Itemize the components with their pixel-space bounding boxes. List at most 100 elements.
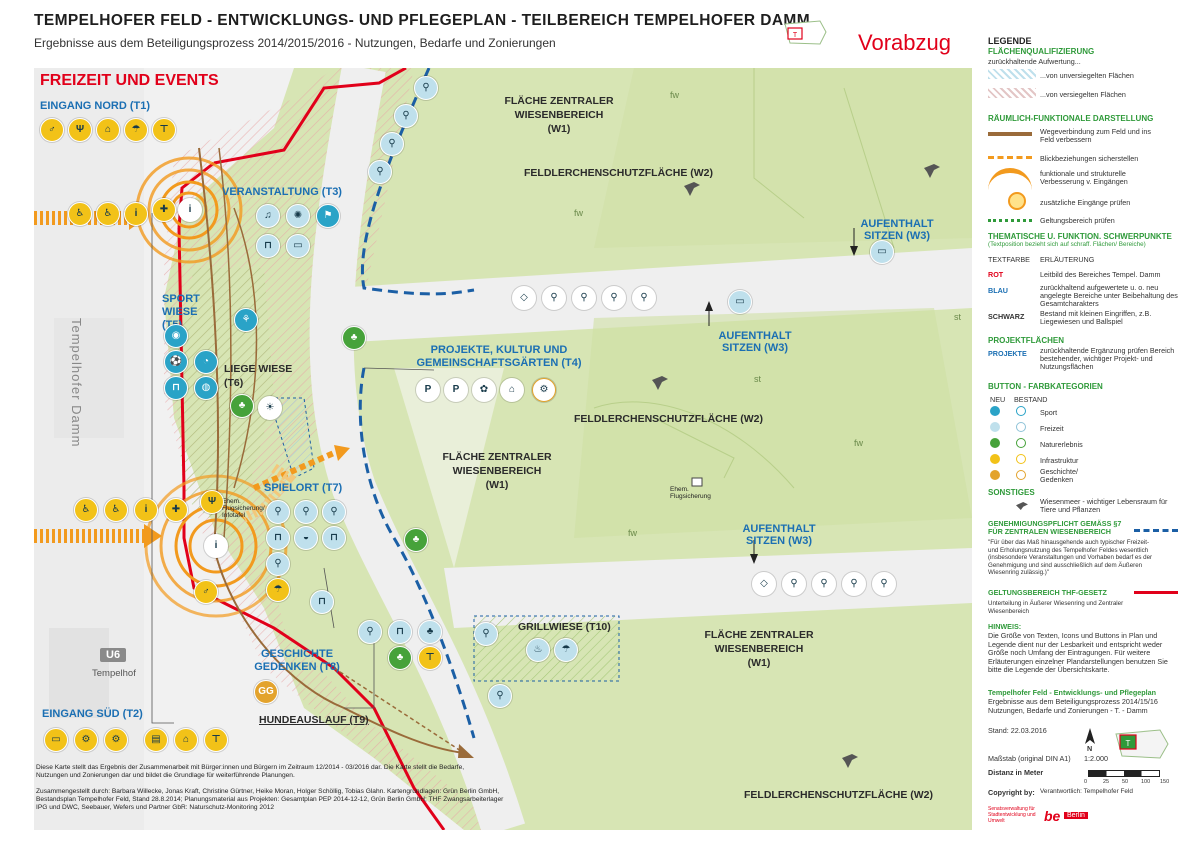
sos-icon[interactable]: ✚ [152,198,176,222]
sandbox-icon[interactable]: ◒ [294,526,318,550]
legend-thematische-heading: THEMATISCHE U. FUNKTION. SCHWERPUNKTE [988,232,1172,241]
bicycle-icon[interactable]: ⚙ [104,728,128,752]
family-icon[interactable]: ⚲ [294,500,318,524]
legend-erlaeuterung: ERLÄUTERUNG [1040,255,1095,264]
zone-liegewiese: LIEGE WIESE (T6) [224,363,293,389]
legend-genehmigung-heading: GENEHMIGUNGSPFLICHT GEMÄSS §7 FÜR ZENTRA… [988,519,1122,536]
fitness-icon[interactable]: ⚘ [234,308,258,332]
brown-path [198,147,465,754]
tree-icon[interactable]: ♣ [342,326,366,350]
picnic-icon[interactable]: ⊓ [266,526,290,550]
volleyball-icon[interactable]: ⚽ [164,350,188,374]
footnote: Diese Karte stellt das Ergebnis der Zusa… [36,764,465,779]
info-point-icon[interactable]: i [178,198,202,222]
info-icon[interactable]: i [124,202,148,226]
culture-icon[interactable]: ⌂ [500,378,524,402]
playground-icon[interactable]: ⚲ [266,500,290,524]
shade-tree-icon[interactable]: ♣ [418,620,442,644]
cycling-icon[interactable]: ⚲ [394,104,418,128]
water-tap-icon[interactable]: ⊤ [418,646,442,670]
meadow-tree-icon[interactable]: ♣ [230,394,254,418]
lounge-icon[interactable]: ▭ [286,234,310,258]
zone-gaerten: PROJEKTE, KULTUR UND GEMEINSCHAFTSGÄRTEN… [416,344,582,369]
skating-icon[interactable]: ⚲ [380,132,404,156]
zone-spielort: SPIELORT (T7) [264,482,343,494]
sport-event-icon[interactable]: ⚑ [316,204,340,228]
walking-icon[interactable]: ⚲ [414,76,438,100]
umbrella-icon[interactable]: ☂ [124,118,148,142]
sunbathing-icon[interactable]: ⚲ [474,622,498,646]
swatch-gesch-bestand [1016,470,1026,480]
tap-icon[interactable]: ⊤ [152,118,176,142]
cycling-icon[interactable]: ⚲ [602,286,626,310]
skating-icon[interactable]: ⚲ [572,286,596,310]
bench-icon[interactable]: ▭ [870,240,894,264]
walking-icon[interactable]: ⚲ [632,286,656,310]
swing-icon[interactable]: ⚲ [266,552,290,576]
walking-icon[interactable]: ⚲ [488,684,512,708]
sunbathing-icon[interactable]: ☀ [258,396,282,420]
dog-icon[interactable]: ⚲ [358,620,382,644]
swatch-sport-neu [990,406,1000,416]
parking-icon[interactable]: P [444,378,468,402]
grill-icon[interactable]: ♨ [526,638,550,662]
sports-equipment-icon[interactable]: ⊓ [310,590,334,614]
atm-icon[interactable]: ▤ [144,728,168,752]
kite-icon[interactable]: ◇ [512,286,536,310]
tree-icon[interactable]: ♣ [388,646,412,670]
legend-distanz: Distanz in Meter [988,768,1044,777]
info-icon[interactable]: i [134,498,158,522]
toilet-icon[interactable]: ♂ [194,580,218,604]
skating-icon[interactable]: ⚲ [812,572,836,596]
fw-label: fw [574,208,583,218]
car-icon[interactable]: ▭ [44,728,68,752]
umbrella-icon[interactable]: ☂ [554,638,578,662]
event-icon[interactable]: ✺ [286,204,310,228]
bicycle-repair-icon[interactable]: ⚙ [532,378,556,402]
jogging-icon[interactable]: ⚲ [368,160,392,184]
zone-w3-c: AUFENTHALT SITZEN (W3) [742,523,816,547]
legend-blau-text: zurückhaltend aufgewertete u. o. neu ang… [1040,283,1178,308]
seating-icon[interactable]: ⊓ [256,234,280,258]
map-panel[interactable]: FREIZEIT UND EVENTS EINGANG NORD (T1) VE… [34,68,972,830]
kite-icon[interactable]: ◇ [752,572,776,596]
bike-rental-icon[interactable]: ⚙ [74,728,98,752]
tables-icon[interactable]: ⊓ [322,526,346,550]
accessible-parking-icon[interactable]: ♿ [68,202,92,226]
legend-flaechenqual-sub: zurückhaltende Aufwertung... [988,57,1081,66]
basketball-icon[interactable]: ◍ [194,376,218,400]
sos-icon[interactable]: ✚ [164,498,188,522]
street-label: Tempelhofer Damm [69,318,84,448]
accessible-parking-icon[interactable]: ♿ [74,498,98,522]
jogging-icon[interactable]: ⚲ [782,572,806,596]
kiosk-icon[interactable]: ⌂ [96,118,120,142]
concert-icon[interactable]: ♫ [256,204,280,228]
bench-icon[interactable]: ▭ [728,290,752,314]
accessible-path-icon[interactable]: ♿ [96,202,120,226]
parking-icon[interactable]: P [416,378,440,402]
zone-w3-b: AUFENTHALT SITZEN (W3) [718,330,792,354]
legend-title: LEGENDE [988,36,1032,46]
accessible-path-icon[interactable]: ♿ [104,498,128,522]
legend-wegeverbindung: Wegeverbindung zum Feld und ins Feld ver… [1040,127,1151,144]
gedenken-icon[interactable]: GG [254,680,278,704]
jogging-icon[interactable]: ⚲ [542,286,566,310]
restaurant-icon[interactable]: Ψ [200,490,224,514]
toilet-icon[interactable]: ♂ [40,118,64,142]
vorabzug-stamp: Vorabzug [858,30,951,55]
walking-icon[interactable]: ⚲ [872,572,896,596]
picnic-icon[interactable]: ⊓ [388,620,412,644]
ball-game-icon[interactable]: ◉ [164,324,188,348]
restaurant-icon[interactable]: Ψ [68,118,92,142]
info-point-icon[interactable]: i [204,534,228,558]
fw-label: fw [854,438,863,448]
nature-icon[interactable]: ♣ [404,528,428,552]
kiosk-icon[interactable]: ⌂ [174,728,198,752]
shade-icon[interactable]: ☂ [266,578,290,602]
frisbee-icon[interactable]: ◔ [194,350,218,374]
slide-icon[interactable]: ⚲ [322,500,346,524]
tap-icon[interactable]: ⊤ [204,728,228,752]
cycling-icon[interactable]: ⚲ [842,572,866,596]
garden-icon[interactable]: ✿ [472,378,496,402]
goal-icon[interactable]: ⊓ [164,376,188,400]
